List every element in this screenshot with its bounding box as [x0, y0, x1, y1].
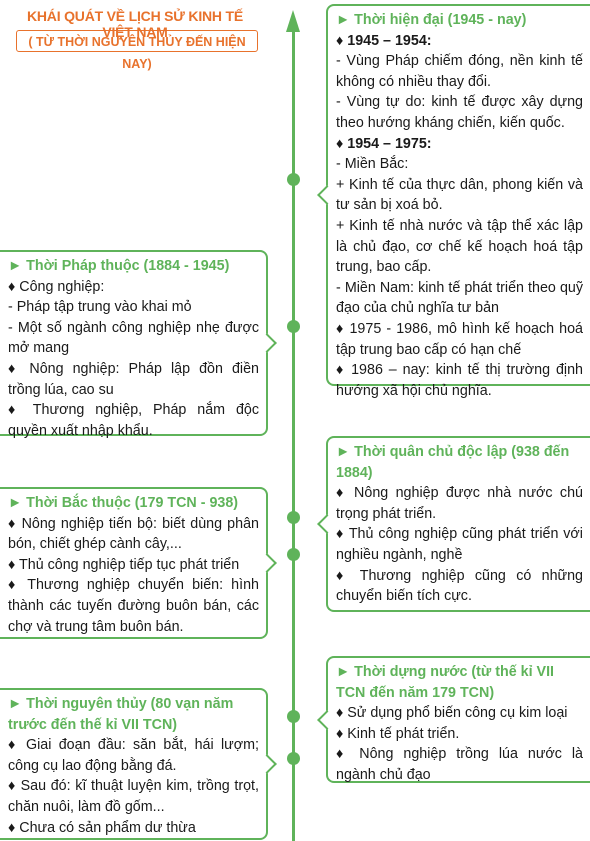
period-heading: ► Thời dựng nước (từ thế kỉ VII TCN đến … [336, 664, 555, 701]
period-line: ♦ 1975 - 1986, mô hình kế hoạch hoá tập … [336, 320, 583, 358]
period-line: ♦ Thương nghiệp cũng có những chuyển biế… [336, 567, 583, 605]
timeline-dot [287, 173, 300, 186]
timeline-dot [287, 548, 300, 561]
timeline-dot [287, 511, 300, 524]
box-pointer [317, 514, 337, 534]
box-pointer [257, 754, 277, 774]
period-line: + Kinh tế của thực dân, phong kiến và tư… [336, 176, 583, 214]
period-line: ♦ Nông nghiệp: Pháp lập đồn điền trồng l… [8, 360, 259, 398]
period-line: - Miền Bắc: [336, 156, 409, 173]
period-line: ♦ Thương nghiệp, Pháp nắm độc quyền xuất… [8, 402, 259, 439]
period-line: ♦ Thương nghiệp chuyển biến: hình thành … [8, 577, 259, 635]
period-line: ♦ Giai đoạn đầu: săn bắt, hái lượm; công… [8, 737, 259, 774]
period-line: + Kinh tế nhà nước và tập thể xác lập là… [336, 217, 583, 276]
box-pointer [317, 709, 337, 730]
period-line: ♦ Thủ công nghiệp cũng phát triển với ng… [336, 526, 583, 563]
period-line: ♦ Sau đó: kĩ thuật luyện kim, trồng trọt… [8, 778, 259, 815]
box-pointer [257, 333, 277, 353]
period-heading: ► Thời hiện đại (1945 - nay) [336, 12, 527, 28]
period-line: - Vùng Pháp chiếm đóng, nền kinh tế khôn… [336, 53, 583, 90]
timeline-dot [287, 710, 300, 723]
timeline-dot [287, 320, 300, 333]
page-title: KHÁI QUÁT VỀ LỊCH SỬ KINH TẾ VIỆT NAM [26, 8, 244, 40]
period-line: - Pháp tập trung vào khai mỏ [8, 299, 192, 316]
period-line: - Vùng tự do: kinh tế được xây dựng theo… [336, 94, 583, 131]
period-line: ♦ Nông nghiệp trồng lúa nước là ngành ch… [336, 746, 583, 783]
period-box-bac-thuoc: ► Thời Bắc thuộc (179 TCN - 938) ♦ Nông … [0, 487, 277, 639]
period-line: - Miền Nam: kinh tế phát triển theo quỹ … [336, 279, 583, 317]
period-line: ♦ Nông nghiệp được nhà nước chú trọng ph… [336, 485, 583, 522]
page-subtitle: ( TỪ THỜI NGUYÊN THỦY ĐẾN HIỆN NAY) [16, 30, 258, 71]
period-box-nguyen-thuy: ► Thời nguyên thủy (80 vạn năm trước đến… [0, 688, 277, 840]
period-line: ♦ Chưa có sản phẩm dư thừa [8, 819, 196, 836]
box-pointer [317, 185, 337, 205]
box-pointer [257, 553, 277, 573]
period-box-phap-thuoc: ► Thời Pháp thuộc (1884 - 1945) ♦ Công n… [0, 250, 277, 439]
period-heading: ► Thời nguyên thủy (80 vạn năm trước đến… [8, 696, 234, 733]
period-heading: ► Thời quân chủ độc lập (938 đến 1884) [336, 444, 570, 481]
period-line: ♦ 1945 – 1954: [336, 32, 432, 49]
timeline-dot [287, 752, 300, 765]
period-line: ♦ Kinh tế phát triển. [336, 725, 460, 742]
period-heading: ► Thời Pháp thuộc (1884 - 1945) [8, 258, 230, 274]
timeline-axis [292, 28, 295, 841]
timeline-arrow-icon [286, 10, 300, 32]
period-line: ♦ 1954 – 1975: [336, 135, 432, 152]
period-line: ♦ Sử dụng phổ biến công cụ kim loại [336, 705, 568, 722]
period-box-quan-chu: ► Thời quân chủ độc lập (938 đến 1884) ♦… [317, 436, 590, 612]
period-line: ♦ Công nghiệp: [8, 278, 105, 295]
period-line: ♦ Nông nghiệp tiến bộ: biết dùng phân bó… [8, 515, 259, 553]
period-line: ♦ Thủ công nghiệp tiếp tục phát triển [8, 556, 240, 573]
period-line: ♦ 1986 – nay: kinh tế thị trường định hư… [336, 362, 583, 399]
period-heading: ► Thời Bắc thuộc (179 TCN - 938) [8, 495, 239, 511]
period-line: - Một số ngành công nghiệp nhẹ được mở m… [8, 319, 259, 357]
period-box-dung-nuoc: ► Thời dựng nước (từ thế kỉ VII TCN đến … [317, 656, 590, 783]
period-box-hien-dai: ► Thời hiện đại (1945 - nay) ♦ 1945 – 19… [317, 4, 590, 399]
